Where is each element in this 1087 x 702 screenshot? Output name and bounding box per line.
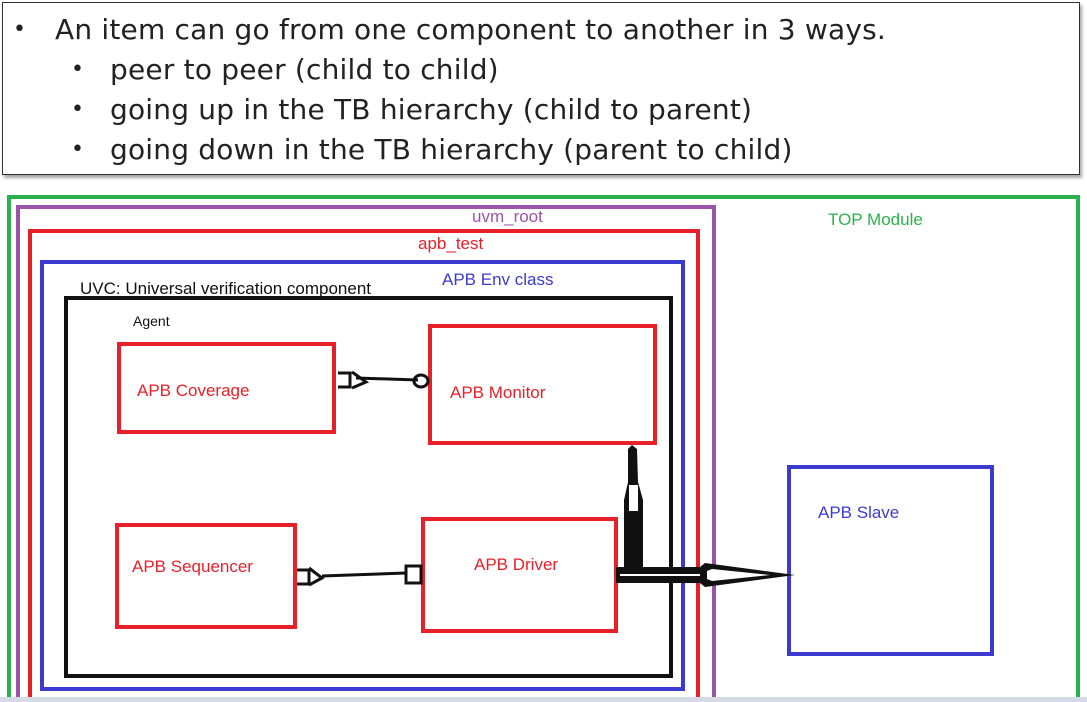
uvc-box bbox=[64, 296, 673, 678]
driver-slave-interface bbox=[616, 563, 795, 587]
apb-monitor-box bbox=[428, 324, 657, 445]
sub-bullet-dot: • bbox=[71, 97, 84, 122]
apb-test-box bbox=[28, 229, 700, 702]
bottom-edge-strip bbox=[0, 697, 1087, 702]
uvm-hierarchy-diagram: TOP Module uvm_root apb_test APB Env cla… bbox=[7, 195, 1080, 702]
apb-env-label: APB Env class bbox=[442, 270, 554, 289]
apb-sequencer-label: APB Sequencer bbox=[132, 557, 253, 576]
sub-bullet-dot: • bbox=[71, 137, 84, 162]
bullet-panel: • An item can go from one component to a… bbox=[2, 2, 1080, 175]
uvm-root-box bbox=[16, 205, 716, 702]
apb-coverage-label: APB Coverage bbox=[137, 381, 249, 400]
sequencer-driver-connector bbox=[297, 564, 423, 587]
uvm-root-label: uvm_root bbox=[472, 207, 543, 226]
bullet-main: An item can go from one component to ano… bbox=[55, 13, 886, 46]
apb-coverage-box bbox=[117, 342, 336, 434]
sub-bullet-dot: • bbox=[71, 57, 84, 82]
agent-label: Agent bbox=[133, 313, 170, 329]
apb-driver-box bbox=[421, 517, 618, 633]
coverage-monitor-connector bbox=[338, 370, 430, 390]
apb-test-label: apb_test bbox=[418, 234, 483, 253]
sub-bullet-1: peer to peer (child to child) bbox=[110, 53, 499, 86]
top-module-label: TOP Module bbox=[828, 210, 923, 229]
bullet-dot: • bbox=[13, 17, 26, 42]
sub-bullet-2: going up in the TB hierarchy (child to p… bbox=[110, 93, 753, 126]
apb-env-box bbox=[40, 260, 685, 691]
sub-bullet-3: going down in the TB hierarchy (parent t… bbox=[110, 133, 793, 166]
uvc-label: UVC: Universal verification component bbox=[80, 279, 371, 298]
apb-sequencer-box bbox=[115, 523, 297, 629]
monitor-driver-bus bbox=[624, 445, 643, 574]
apb-slave-label: APB Slave bbox=[818, 503, 899, 522]
apb-driver-label: APB Driver bbox=[474, 555, 558, 574]
apb-monitor-label: APB Monitor bbox=[450, 383, 546, 402]
top-module-box bbox=[7, 195, 1080, 702]
apb-slave-box bbox=[787, 465, 994, 656]
